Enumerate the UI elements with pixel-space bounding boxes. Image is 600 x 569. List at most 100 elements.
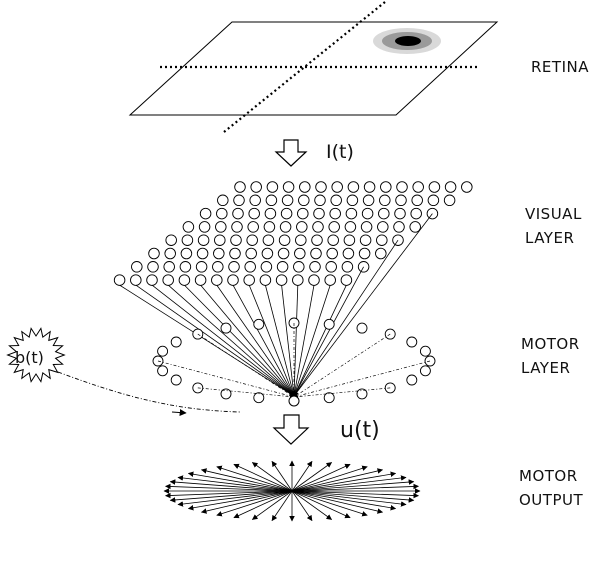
motor-output-vector [233,463,293,492]
visual-neuron [244,261,256,273]
visual-neuron [340,274,353,286]
visual-neuron [181,234,194,246]
motor-neuron [323,318,335,330]
motor-neuron [406,336,418,348]
visual-neuron [233,194,245,207]
motor-neuron [253,318,265,330]
motor-ring-connection [293,360,431,399]
visual-neuron [309,261,321,273]
motor-output-vector [291,462,333,492]
visual-neuron [264,207,277,220]
motor-output-fan [163,460,421,522]
visual-neuron [376,234,388,246]
motor-neuron [406,374,418,386]
motor-output-vector [177,490,293,507]
visual-neuron [324,274,336,286]
motor-output-vector [291,468,384,492]
motor-neuron [419,365,431,377]
motor-output-vector [291,475,407,492]
visual-neuron [182,221,195,233]
visual-neuron [375,247,387,260]
visual-connection [216,284,295,397]
visual-label-line-1: VISUAL [525,205,582,223]
visual-neuron [215,221,227,233]
motor-neuron [356,388,368,400]
visual-neuron [310,247,322,260]
visual-neuron [178,274,191,286]
visual-connection [248,284,295,397]
motor-ring-connection [197,333,295,398]
motor-output-vector [233,490,293,519]
visual-label-line-2: LAYER [525,229,575,247]
motor-output-vector [291,483,419,492]
visual-neuron [380,181,392,193]
visual-neuron [308,274,320,286]
visual-neuron [230,234,242,246]
visual-connection [281,285,296,397]
motor-layer-ring [152,317,436,404]
motor-output-vector [169,479,293,492]
visual-neuron [196,247,209,260]
visual-neuron [410,207,422,220]
visual-neuron [363,181,376,193]
motor-output-vector [271,490,293,522]
motor-output-vector [291,490,397,511]
visual-neuron [428,181,441,193]
visual-neuron [311,234,323,246]
motor-output-vector [291,479,415,492]
visual-layer-grid [113,181,473,286]
motor-output-vector [291,490,407,507]
visual-neuron [411,194,423,207]
bias-arrowhead [171,409,187,417]
visual-neuron [327,234,339,246]
visual-neuron [197,234,210,246]
visual-neuron [409,221,421,233]
visual-neuron [234,181,246,193]
motor-label-line-1: MOTOR [521,335,580,353]
visual-neuron [396,181,408,193]
visual-neuron [131,261,143,273]
visual-neuron [261,247,274,260]
visual-neuron [165,234,177,246]
visual-connection [200,284,295,397]
visual-neuron [247,221,259,233]
visual-neuron [298,194,310,207]
visual-neuron [315,181,327,193]
visual-neuron [130,274,142,286]
visual-neuron [216,207,228,220]
motor-output-vector [291,490,384,514]
visual-connection [293,266,364,397]
visual-neuron [378,207,390,220]
retina-plane [128,1,499,133]
visual-neuron [359,234,372,246]
visual-connection [265,285,296,397]
visual-neuron [427,194,440,207]
visual-neuron [444,181,457,193]
visual-neuron [250,181,262,193]
visual-neuron [312,221,324,233]
visual-connection [135,284,295,397]
visual-neuron [357,261,370,273]
motor-neuron [323,392,335,404]
motor-neuron [220,388,232,400]
motor-output-vector [291,460,313,492]
motor-flow-arrow [272,414,310,445]
motor-output-label: MOTOR OUTPUT [519,464,583,512]
visual-neuron [262,234,275,246]
visual-neuron [293,261,305,273]
motor-ring-connection [197,387,295,399]
motor-output-vector [291,490,419,499]
visual-neuron [146,274,158,286]
visual-neuron [395,194,407,207]
visual-neuron [328,221,340,233]
visual-neuron [113,274,126,286]
motor-output-vector [165,490,293,499]
visual-neuron [345,207,358,220]
visual-connection [293,284,331,397]
visual-neuron [195,261,208,273]
visual-neuron [314,194,326,207]
motor-output-vector [165,483,293,492]
visual-connection [293,239,399,397]
visual-neuron [214,234,226,246]
